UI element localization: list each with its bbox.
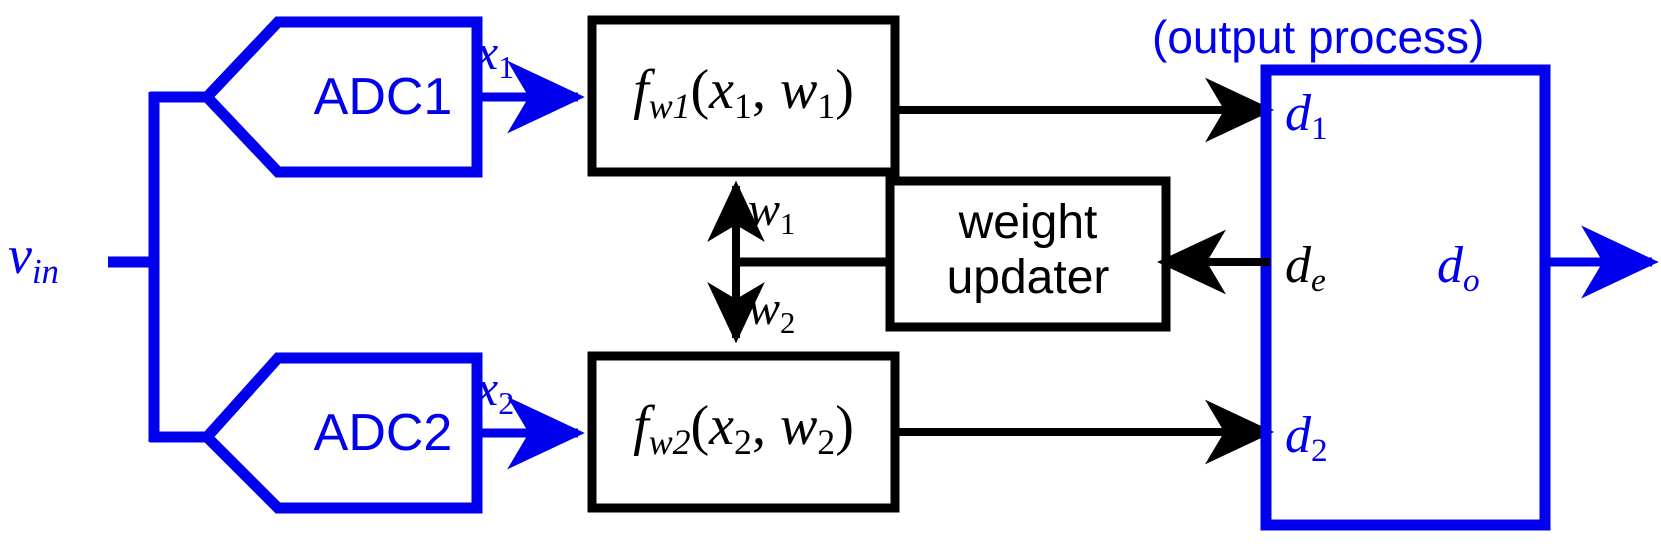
f1-box[interactable] xyxy=(587,15,900,177)
adc2-outline xyxy=(199,352,483,514)
adc1-outline xyxy=(199,16,483,178)
weight-bus-group xyxy=(707,180,894,344)
adc2-shape[interactable] xyxy=(199,352,483,514)
adc1-shape[interactable] xyxy=(199,16,483,178)
output-process-box[interactable] xyxy=(1260,64,1551,531)
input-bus-group xyxy=(108,91,212,443)
f2-box[interactable] xyxy=(587,351,900,513)
weight-updater-box[interactable] xyxy=(885,176,1171,332)
